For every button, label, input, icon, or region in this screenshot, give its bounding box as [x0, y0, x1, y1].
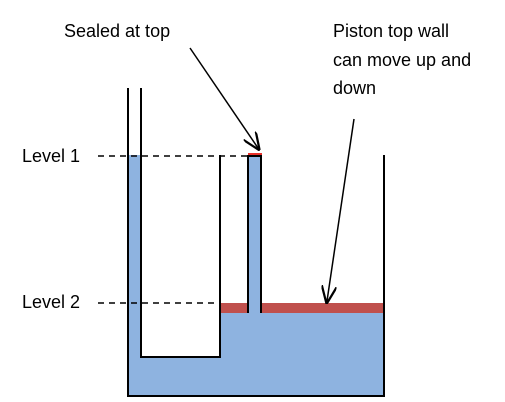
- piston-label-line2: can move up and: [333, 50, 471, 70]
- container-outline: [127, 88, 385, 397]
- piston-label-line1: Piston top wall: [333, 21, 449, 41]
- water-sealed-tube: [248, 156, 261, 313]
- piston-wall: [220, 303, 248, 313]
- water-left-region: [128, 155, 384, 395]
- piston-wall-right: [261, 303, 384, 313]
- level2-label: Level 2: [22, 292, 80, 312]
- piston-label-line3: down: [333, 78, 376, 98]
- sealed-label: Sealed at top: [64, 21, 170, 41]
- piston-arrow: [327, 118, 355, 301]
- sealed-arrow: [189, 47, 258, 148]
- level1-label: Level 1: [22, 146, 80, 166]
